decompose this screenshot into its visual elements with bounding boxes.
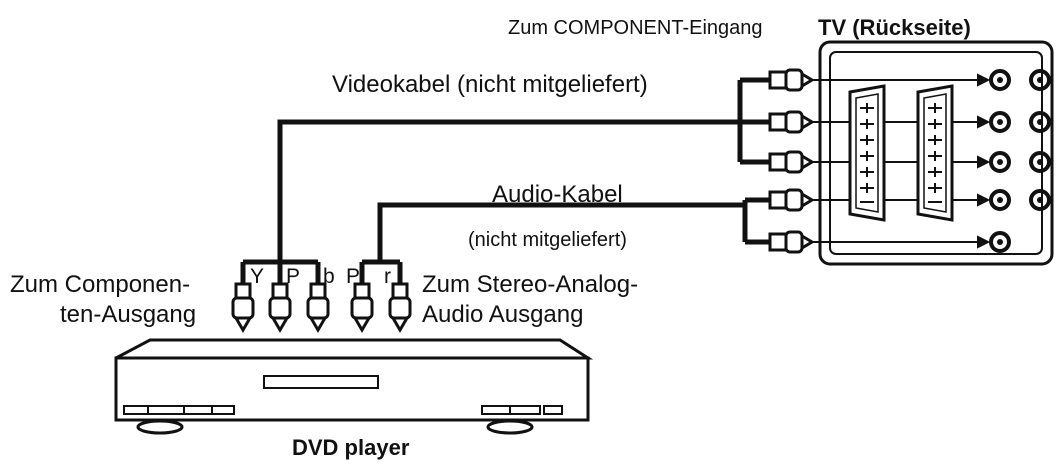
tv-jacks-column-1 (989, 69, 1011, 253)
tv-plug-1 (768, 68, 815, 92)
component-output-label-line1: Zum Componen- (10, 271, 191, 298)
plug-label-p2: P (346, 265, 361, 288)
dvd-player-label: DVD player (292, 435, 410, 460)
audio-cable-label: Audio-Kabel (492, 181, 623, 208)
tv-plug-3 (768, 150, 815, 174)
plug-label-p: P (286, 265, 301, 288)
tv-plug-2 (768, 110, 815, 134)
plug-audio-l (350, 282, 374, 333)
plug-pr (306, 282, 330, 333)
tv-back-panel (818, 40, 1054, 266)
stereo-audio-label-line2: Audio Ausgang (422, 301, 584, 328)
dvd-player (114, 338, 594, 435)
video-cable-label: Videokabel (nicht mitgeliefert) (332, 71, 648, 98)
plug-label-r: r (384, 265, 391, 288)
plug-label-b: b (323, 265, 335, 288)
tv-jacks-column-2 (1029, 69, 1051, 211)
audio-not-supplied-label: (nicht mitgeliefert) (468, 229, 627, 251)
component-output-label-line2: ten-Ausgang (60, 301, 197, 328)
tv-arrows (812, 73, 991, 249)
tv-plug-4 (768, 188, 815, 212)
stereo-audio-label-line1: Zum Stereo-Analog- (422, 271, 639, 298)
plug-y (231, 282, 255, 333)
component-input-label: Zum COMPONENT-Eingang (508, 17, 763, 39)
plug-label-y: Y (250, 265, 265, 288)
audio-cable (359, 197, 772, 285)
tv-back-label: TV (Rückseite) (818, 15, 971, 40)
dvd-plugs (231, 282, 412, 333)
scart-connector-2 (916, 84, 954, 222)
plug-pb (268, 282, 292, 333)
tv-plug-5 (768, 230, 815, 254)
video-cable (240, 77, 772, 285)
plug-audio-r (388, 282, 412, 333)
tv-plugs (768, 68, 815, 254)
scart-connector-1 (848, 84, 886, 222)
